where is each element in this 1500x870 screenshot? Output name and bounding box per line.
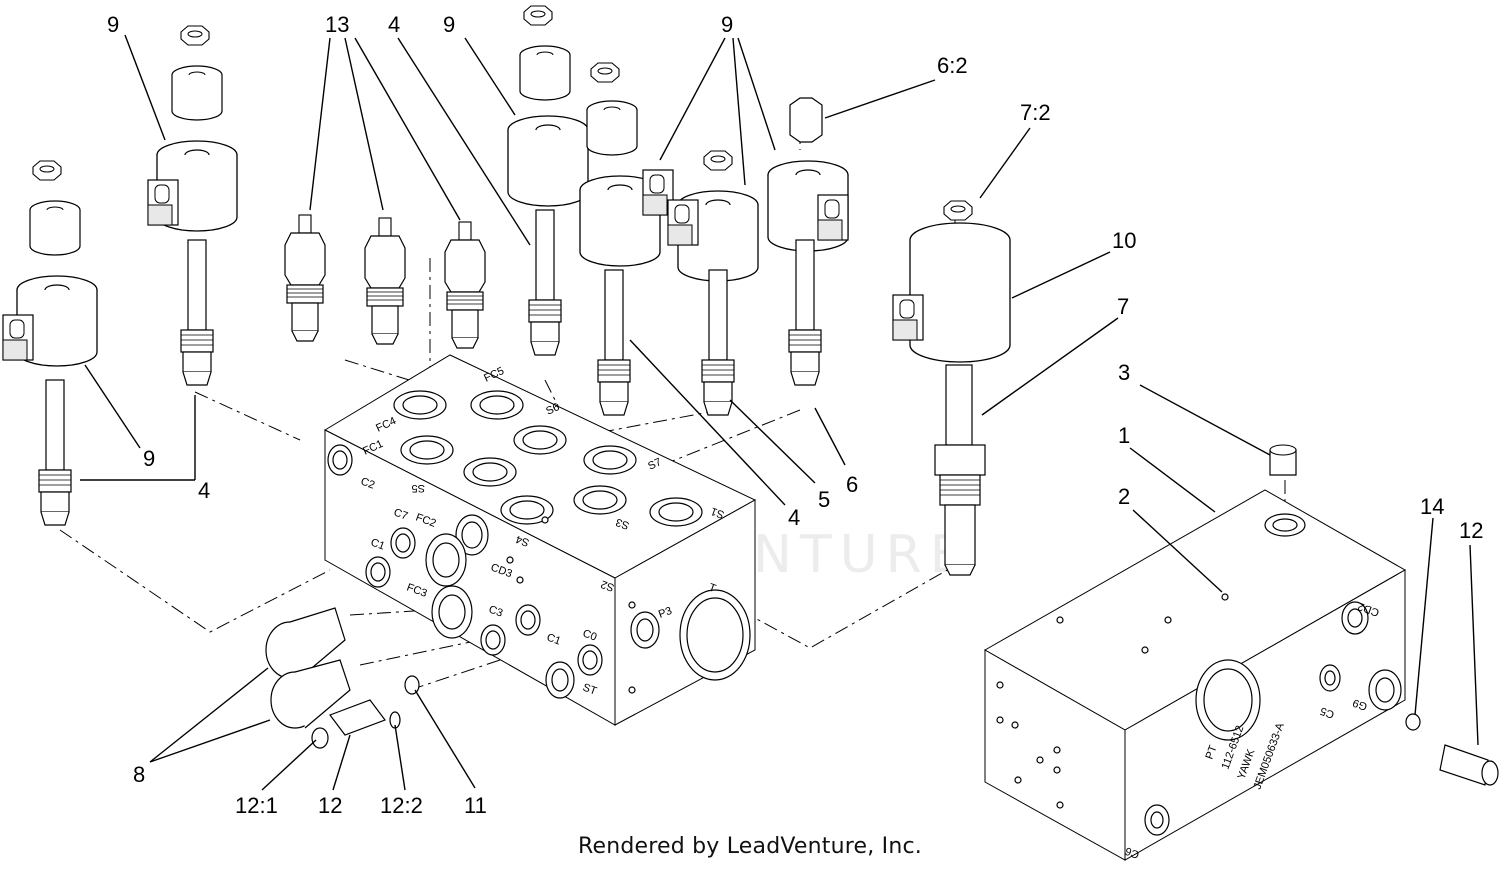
svg-text:C3: C3 — [487, 604, 504, 620]
relief-cartridges — [284, 214, 486, 349]
callout-8: 8 — [133, 762, 145, 787]
plugs-8 — [265, 607, 351, 729]
callout-2: 2 — [1118, 484, 1130, 509]
callout-12: 12 — [318, 793, 342, 818]
footer-credit: Rendered by LeadVenture, Inc. — [578, 834, 922, 859]
callout-4: 4 — [788, 505, 800, 530]
callout-9: 9 — [143, 446, 155, 471]
svg-text:C1: C1 — [369, 537, 386, 553]
solenoid-valve-center — [507, 5, 589, 356]
svg-text:C6: C6 — [1124, 844, 1141, 860]
callout-1: 1 — [1118, 423, 1130, 448]
callout-5: 5 — [818, 487, 830, 512]
callout-4: 4 — [198, 478, 210, 503]
svg-text:C1: C1 — [545, 632, 562, 648]
solenoid-valve-right-a — [667, 150, 759, 416]
manifold-block-right: CD2 C5 G9 C6 JEM050633-A YAWK 112-6512 P… — [983, 489, 1407, 861]
svg-text:C5: C5 — [1319, 704, 1336, 720]
solenoid-valve-far-left — [2, 160, 98, 526]
svg-text:S7: S7 — [646, 456, 663, 473]
svg-text:T: T — [707, 582, 718, 596]
fitting-12 — [311, 675, 420, 749]
svg-text:S2: S2 — [599, 578, 616, 594]
callout-12-1: 12:1 — [235, 793, 278, 818]
callout-4: 4 — [388, 12, 400, 37]
fitting-12-right — [1405, 713, 1499, 786]
callout-numbers: 9 9 13 4 9 9 6:2 7:2 10 7 3 1 2 9 4 4 5 … — [107, 12, 1483, 818]
callout-6: 6 — [846, 472, 858, 497]
leader-lines — [80, 34, 1479, 791]
solenoid-valve-center-right — [579, 62, 674, 416]
callout-7-2: 7:2 — [1020, 100, 1051, 125]
svg-text:C0: C0 — [581, 628, 598, 644]
svg-text:S4: S4 — [514, 533, 531, 549]
callout-7: 7 — [1117, 294, 1129, 319]
solenoid-valve-large — [892, 200, 1011, 576]
callout-10: 10 — [1112, 228, 1136, 253]
plug-3 — [1269, 444, 1297, 476]
callout-3: 3 — [1118, 360, 1130, 385]
callout-12-2: 12:2 — [380, 793, 423, 818]
callout-12: 12 — [1459, 518, 1483, 543]
manifold-block-left: FC4 FC5 S6 FC1 S5 S7 C2 S4 S3 C7 FC2 S1 … — [323, 354, 757, 726]
svg-text:G9: G9 — [1351, 696, 1369, 712]
callout-6-2: 6:2 — [937, 53, 968, 78]
callout-14: 14 — [1420, 494, 1444, 519]
svg-text:ST: ST — [581, 682, 599, 698]
svg-text:P3: P3 — [657, 605, 674, 621]
callout-9: 9 — [107, 12, 119, 37]
callout-11: 11 — [464, 793, 487, 818]
callout-9: 9 — [721, 12, 733, 37]
svg-text:PT: PT — [1204, 743, 1220, 761]
solenoid-valve-right-b — [767, 97, 849, 386]
svg-text:C7: C7 — [392, 507, 409, 523]
svg-text:C2: C2 — [359, 476, 376, 492]
svg-text:S1: S1 — [709, 505, 726, 521]
manifold-port-labels: FC4 FC5 S6 FC1 S5 S7 C2 S4 S3 C7 FC2 S1 … — [359, 365, 726, 698]
svg-text:S6: S6 — [544, 401, 561, 418]
callout-13: 13 — [325, 12, 349, 37]
solenoid-valve-left — [147, 25, 238, 386]
callout-9: 9 — [443, 12, 455, 37]
svg-text:S5: S5 — [412, 482, 425, 494]
svg-text:S3: S3 — [614, 516, 631, 532]
